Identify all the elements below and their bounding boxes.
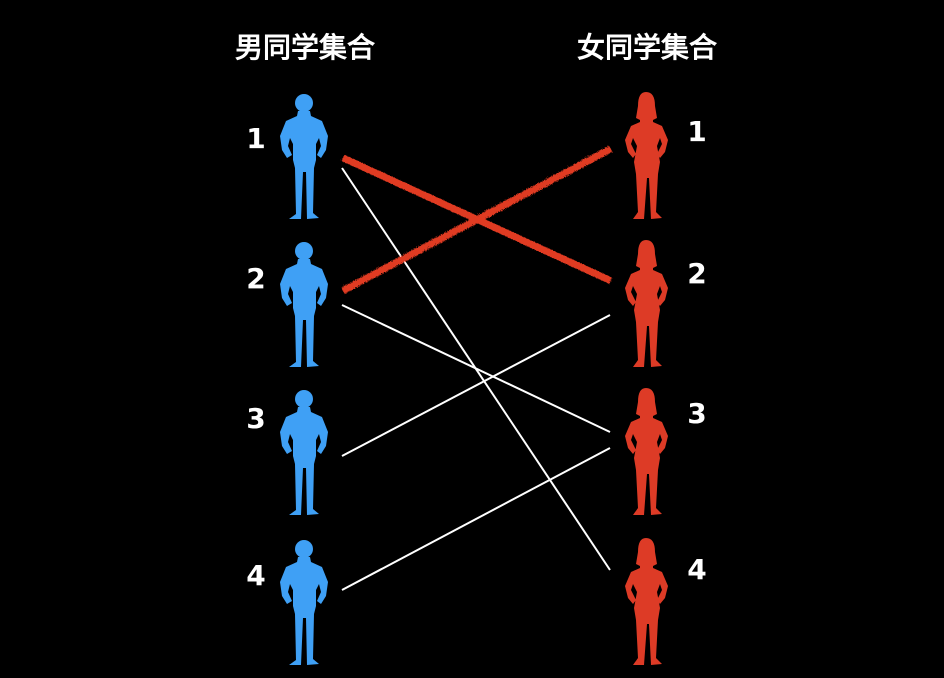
male-label-2: 2 xyxy=(246,262,266,295)
male-group-title: 男同学集合 xyxy=(234,31,375,64)
male-label-4: 4 xyxy=(246,559,266,592)
male-figure-icon xyxy=(280,94,328,219)
male-label-3: 3 xyxy=(246,402,266,435)
male-label-1: 1 xyxy=(246,122,266,155)
female-group-title: 女同学集合 xyxy=(576,31,717,64)
connection-m2-f1-rejected xyxy=(340,144,612,294)
female-figure-icon xyxy=(625,388,668,515)
male-figure-icon xyxy=(280,242,328,367)
female-label-1: 1 xyxy=(687,115,707,148)
connection-m2-f3-match xyxy=(341,304,611,433)
female-label-3: 3 xyxy=(687,397,707,430)
female-figure-icon xyxy=(625,538,668,665)
female-figure-icon xyxy=(625,92,668,219)
connection-m3-f2-match xyxy=(341,314,611,457)
male-figure-icon xyxy=(280,390,328,515)
male-figure-icon xyxy=(280,540,328,665)
female-figure-icon xyxy=(625,240,668,367)
connection-m4-f3-match xyxy=(341,447,611,591)
female-label-2: 2 xyxy=(687,257,707,290)
female-label-4: 4 xyxy=(687,553,707,586)
